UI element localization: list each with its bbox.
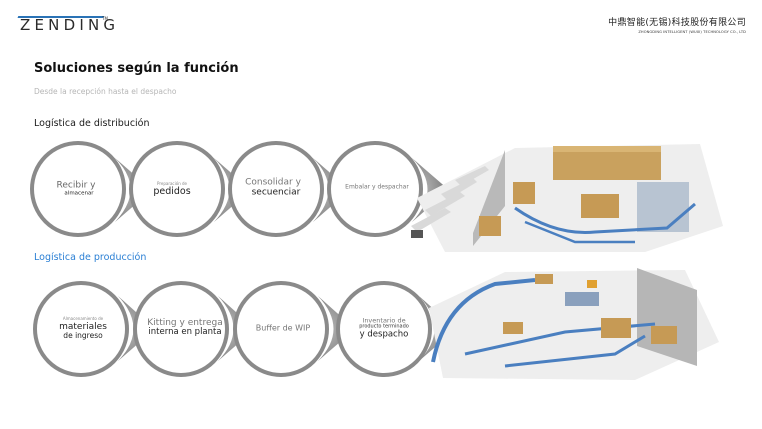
pallet-rack-top	[553, 146, 661, 152]
step-label-line: Consolidar y	[245, 177, 301, 188]
section-heading-production: Logística de producción	[34, 252, 147, 263]
step-label-line: Inventario de	[362, 316, 406, 325]
flow-step-circle	[336, 281, 432, 377]
conveyor-line	[514, 202, 696, 234]
carton-stack	[503, 322, 523, 334]
step-label-line: secuenciar	[251, 188, 301, 198]
step-label-line: almacenar	[64, 191, 94, 198]
conveyor-line	[504, 334, 646, 368]
flow-step-circle	[228, 141, 324, 237]
carton-stack	[651, 326, 677, 344]
truck-icon	[441, 178, 477, 200]
step-label-line: Buffer de WIP	[255, 323, 311, 333]
distribution-flow	[30, 141, 449, 237]
step-label-line: Embalar y despachar	[345, 183, 409, 191]
logo-trademark: TM	[102, 16, 108, 21]
logo-text: ZENDING	[20, 16, 120, 34]
shuttle-racking	[637, 182, 689, 232]
step-label-wip-buffer: Buffer de WIP	[256, 323, 310, 332]
step-label-pack-ship: Embalar y despachar	[345, 183, 409, 192]
agv-robot	[587, 280, 597, 288]
workstation	[565, 292, 599, 306]
truck-icon	[455, 166, 489, 186]
page-subtitle: Desde la recepción hasta el despacho	[34, 87, 177, 96]
flow-step-4	[327, 141, 449, 237]
step-label-line: pedidos	[153, 185, 191, 197]
page-title: Soluciones según la función	[34, 61, 239, 76]
flow-step-2	[133, 281, 255, 377]
conveyor-line	[524, 220, 635, 244]
step-label-kitting: Kitting y entrega interna en planta	[147, 318, 222, 338]
flow-step-circle	[33, 281, 129, 377]
flow-step-circle	[133, 281, 229, 377]
step-label-line: Preparación de	[156, 181, 187, 187]
flow-step-circle	[327, 141, 423, 237]
carton-stack	[581, 194, 619, 218]
corporate-name: 中鼎智能(无锡)科技股份有限公司 ZHONGDING INTELLIGENT (…	[608, 15, 746, 34]
flow-step-circle	[233, 281, 329, 377]
carton-stack	[535, 274, 553, 284]
step-label-line: Almacenamiento de	[62, 316, 104, 322]
step-label-line: Kitting y entrega	[147, 317, 223, 328]
corporate-name-en: ZHONGDING INTELLIGENT (WUXI) TECHNOLOGY …	[638, 30, 746, 34]
flow-arrow	[412, 158, 449, 222]
section-heading-distribution: Logística de distribución	[34, 118, 150, 129]
conveyor-line	[431, 278, 536, 363]
step-label-inbound-materials: Almacenamiento de materiales de ingreso	[59, 317, 107, 341]
carton-stack	[601, 318, 631, 338]
flow-step-circle	[129, 141, 225, 237]
zending-logo: ZENDING	[17, 14, 115, 36]
step-label-line: y despacho	[359, 329, 409, 340]
step-label-line: producto terminado	[359, 323, 409, 330]
step-label-line: interna en planta	[148, 327, 222, 338]
truck-icon	[425, 192, 465, 216]
step-label-order-picking: Preparación de pedidos	[153, 182, 190, 198]
corporate-name-cn: 中鼎智能(无锡)科技股份有限公司	[608, 18, 746, 28]
truck-icon	[411, 208, 451, 238]
distribution-warehouse-illustration	[411, 144, 723, 252]
step-label-line: de ingreso	[63, 331, 103, 341]
carton-stack	[513, 182, 535, 204]
step-label-line: Recibir y	[56, 180, 96, 191]
step-label-finished-goods: Inventario de producto terminado y despa…	[359, 316, 409, 341]
production-factory-illustration	[429, 268, 719, 380]
carton-stack	[479, 216, 501, 236]
step-label-consolidate-sequence: Consolidar y secuenciar	[245, 178, 301, 199]
step-label-line: materiales	[59, 321, 107, 332]
flow-step-circle	[30, 141, 126, 237]
step-label-receive-store: Recibir y almacenar	[57, 181, 96, 198]
